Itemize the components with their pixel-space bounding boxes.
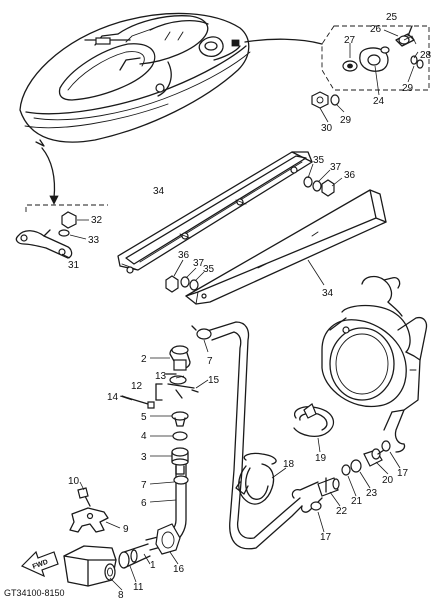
clamp-7-lower bbox=[173, 475, 189, 485]
callout-3: 3 bbox=[141, 452, 147, 463]
fwd-arrow-icon bbox=[20, 550, 59, 578]
bolt-10 bbox=[77, 487, 91, 507]
callout-28: 28 bbox=[420, 50, 432, 61]
callout-33: 33 bbox=[88, 235, 100, 246]
callout-36a: 36 bbox=[344, 170, 356, 181]
callout-12: 12 bbox=[131, 381, 143, 392]
callout-32: 32 bbox=[91, 215, 103, 226]
callout-2: 2 bbox=[141, 354, 147, 365]
callout-15: 15 bbox=[208, 375, 220, 386]
callout-29a: 29 bbox=[402, 83, 414, 94]
fitting-20 bbox=[363, 448, 385, 467]
callout-34b: 34 bbox=[322, 288, 334, 299]
callout-10: 10 bbox=[68, 476, 80, 487]
duct-34-upper bbox=[117, 151, 313, 274]
callout-22: 22 bbox=[336, 506, 348, 517]
callout-1: 1 bbox=[150, 560, 156, 571]
nut-36-lower bbox=[165, 275, 179, 293]
drawing-code: GT34100-8150 bbox=[4, 588, 65, 598]
hose-fitting-right bbox=[291, 481, 323, 513]
callout-18: 18 bbox=[283, 459, 295, 470]
callout-9: 9 bbox=[123, 524, 129, 535]
watercraft-hull bbox=[19, 12, 251, 147]
callout-8: 8 bbox=[118, 590, 124, 600]
clamp-7-top bbox=[191, 325, 212, 340]
callout-19: 19 bbox=[315, 453, 327, 464]
duct-34-lower bbox=[185, 189, 387, 305]
callout-34a: 34 bbox=[153, 186, 165, 197]
nut-32 bbox=[61, 211, 77, 229]
washer-21 bbox=[341, 464, 351, 476]
fitting-5 bbox=[171, 411, 189, 427]
pump-housing bbox=[321, 275, 428, 445]
callout-29b: 29 bbox=[340, 115, 352, 126]
callout-20: 20 bbox=[382, 475, 394, 486]
clamp-17-right bbox=[381, 440, 391, 452]
washer-29 bbox=[330, 94, 340, 106]
clamp-16 bbox=[155, 523, 181, 555]
callout-24: 24 bbox=[373, 96, 385, 107]
callout-7b: 7 bbox=[141, 480, 147, 491]
callout-16: 16 bbox=[173, 564, 185, 575]
muffler-8 bbox=[63, 545, 117, 587]
fitting-22 bbox=[317, 477, 340, 497]
callout-labels: 25 26 27 28 29 24 29 30 35 37 36 34 32 3… bbox=[68, 12, 432, 600]
nut-30 bbox=[311, 91, 329, 109]
callout-14: 14 bbox=[107, 392, 119, 403]
callout-17a: 17 bbox=[320, 532, 332, 543]
callout-13: 13 bbox=[155, 371, 167, 382]
leader-6 bbox=[149, 499, 177, 503]
callout-25: 25 bbox=[386, 12, 398, 23]
bolt-14 bbox=[121, 395, 155, 409]
callout-4: 4 bbox=[141, 431, 147, 442]
callout-7a: 7 bbox=[207, 356, 213, 367]
nut-36-upper bbox=[321, 179, 335, 197]
washer-37-upper bbox=[312, 180, 322, 192]
callout-26: 26 bbox=[370, 24, 382, 35]
band-clamp-19 bbox=[293, 403, 335, 438]
elbow-2 bbox=[169, 345, 191, 371]
clamp-assembly-12 bbox=[155, 373, 199, 401]
clamp-17-left bbox=[310, 501, 322, 511]
fitting-group-24-29 bbox=[321, 25, 430, 91]
callout-37a: 37 bbox=[330, 162, 342, 173]
callout-36b: 36 bbox=[178, 250, 190, 261]
pointer-line-hull-to-fitting bbox=[244, 38, 323, 45]
band-clamp-18 bbox=[235, 452, 277, 505]
washer-35-lower bbox=[189, 279, 199, 291]
callout-35b: 35 bbox=[203, 264, 215, 275]
washer-23 bbox=[350, 459, 362, 473]
callout-23: 23 bbox=[366, 488, 378, 499]
callout-31: 31 bbox=[68, 260, 80, 271]
callout-17b: 17 bbox=[397, 468, 409, 479]
washer-37-lower bbox=[180, 276, 190, 288]
callout-5: 5 bbox=[141, 412, 147, 423]
o-ring-4 bbox=[172, 431, 188, 441]
callout-6: 6 bbox=[141, 498, 147, 509]
pointer-line-hull-to-bracket bbox=[41, 147, 56, 199]
callout-35a: 35 bbox=[313, 155, 325, 166]
callout-21: 21 bbox=[351, 496, 363, 507]
callout-37b: 37 bbox=[193, 258, 205, 269]
washer-35-upper bbox=[303, 176, 313, 188]
callout-11: 11 bbox=[133, 582, 144, 593]
fitting-3 bbox=[171, 447, 189, 475]
callout-27: 27 bbox=[344, 35, 356, 46]
bracket-31 bbox=[15, 204, 108, 259]
callout-30: 30 bbox=[321, 123, 333, 134]
bracket-9 bbox=[69, 507, 109, 533]
hose-11 bbox=[118, 543, 151, 569]
washer-33 bbox=[58, 229, 70, 237]
